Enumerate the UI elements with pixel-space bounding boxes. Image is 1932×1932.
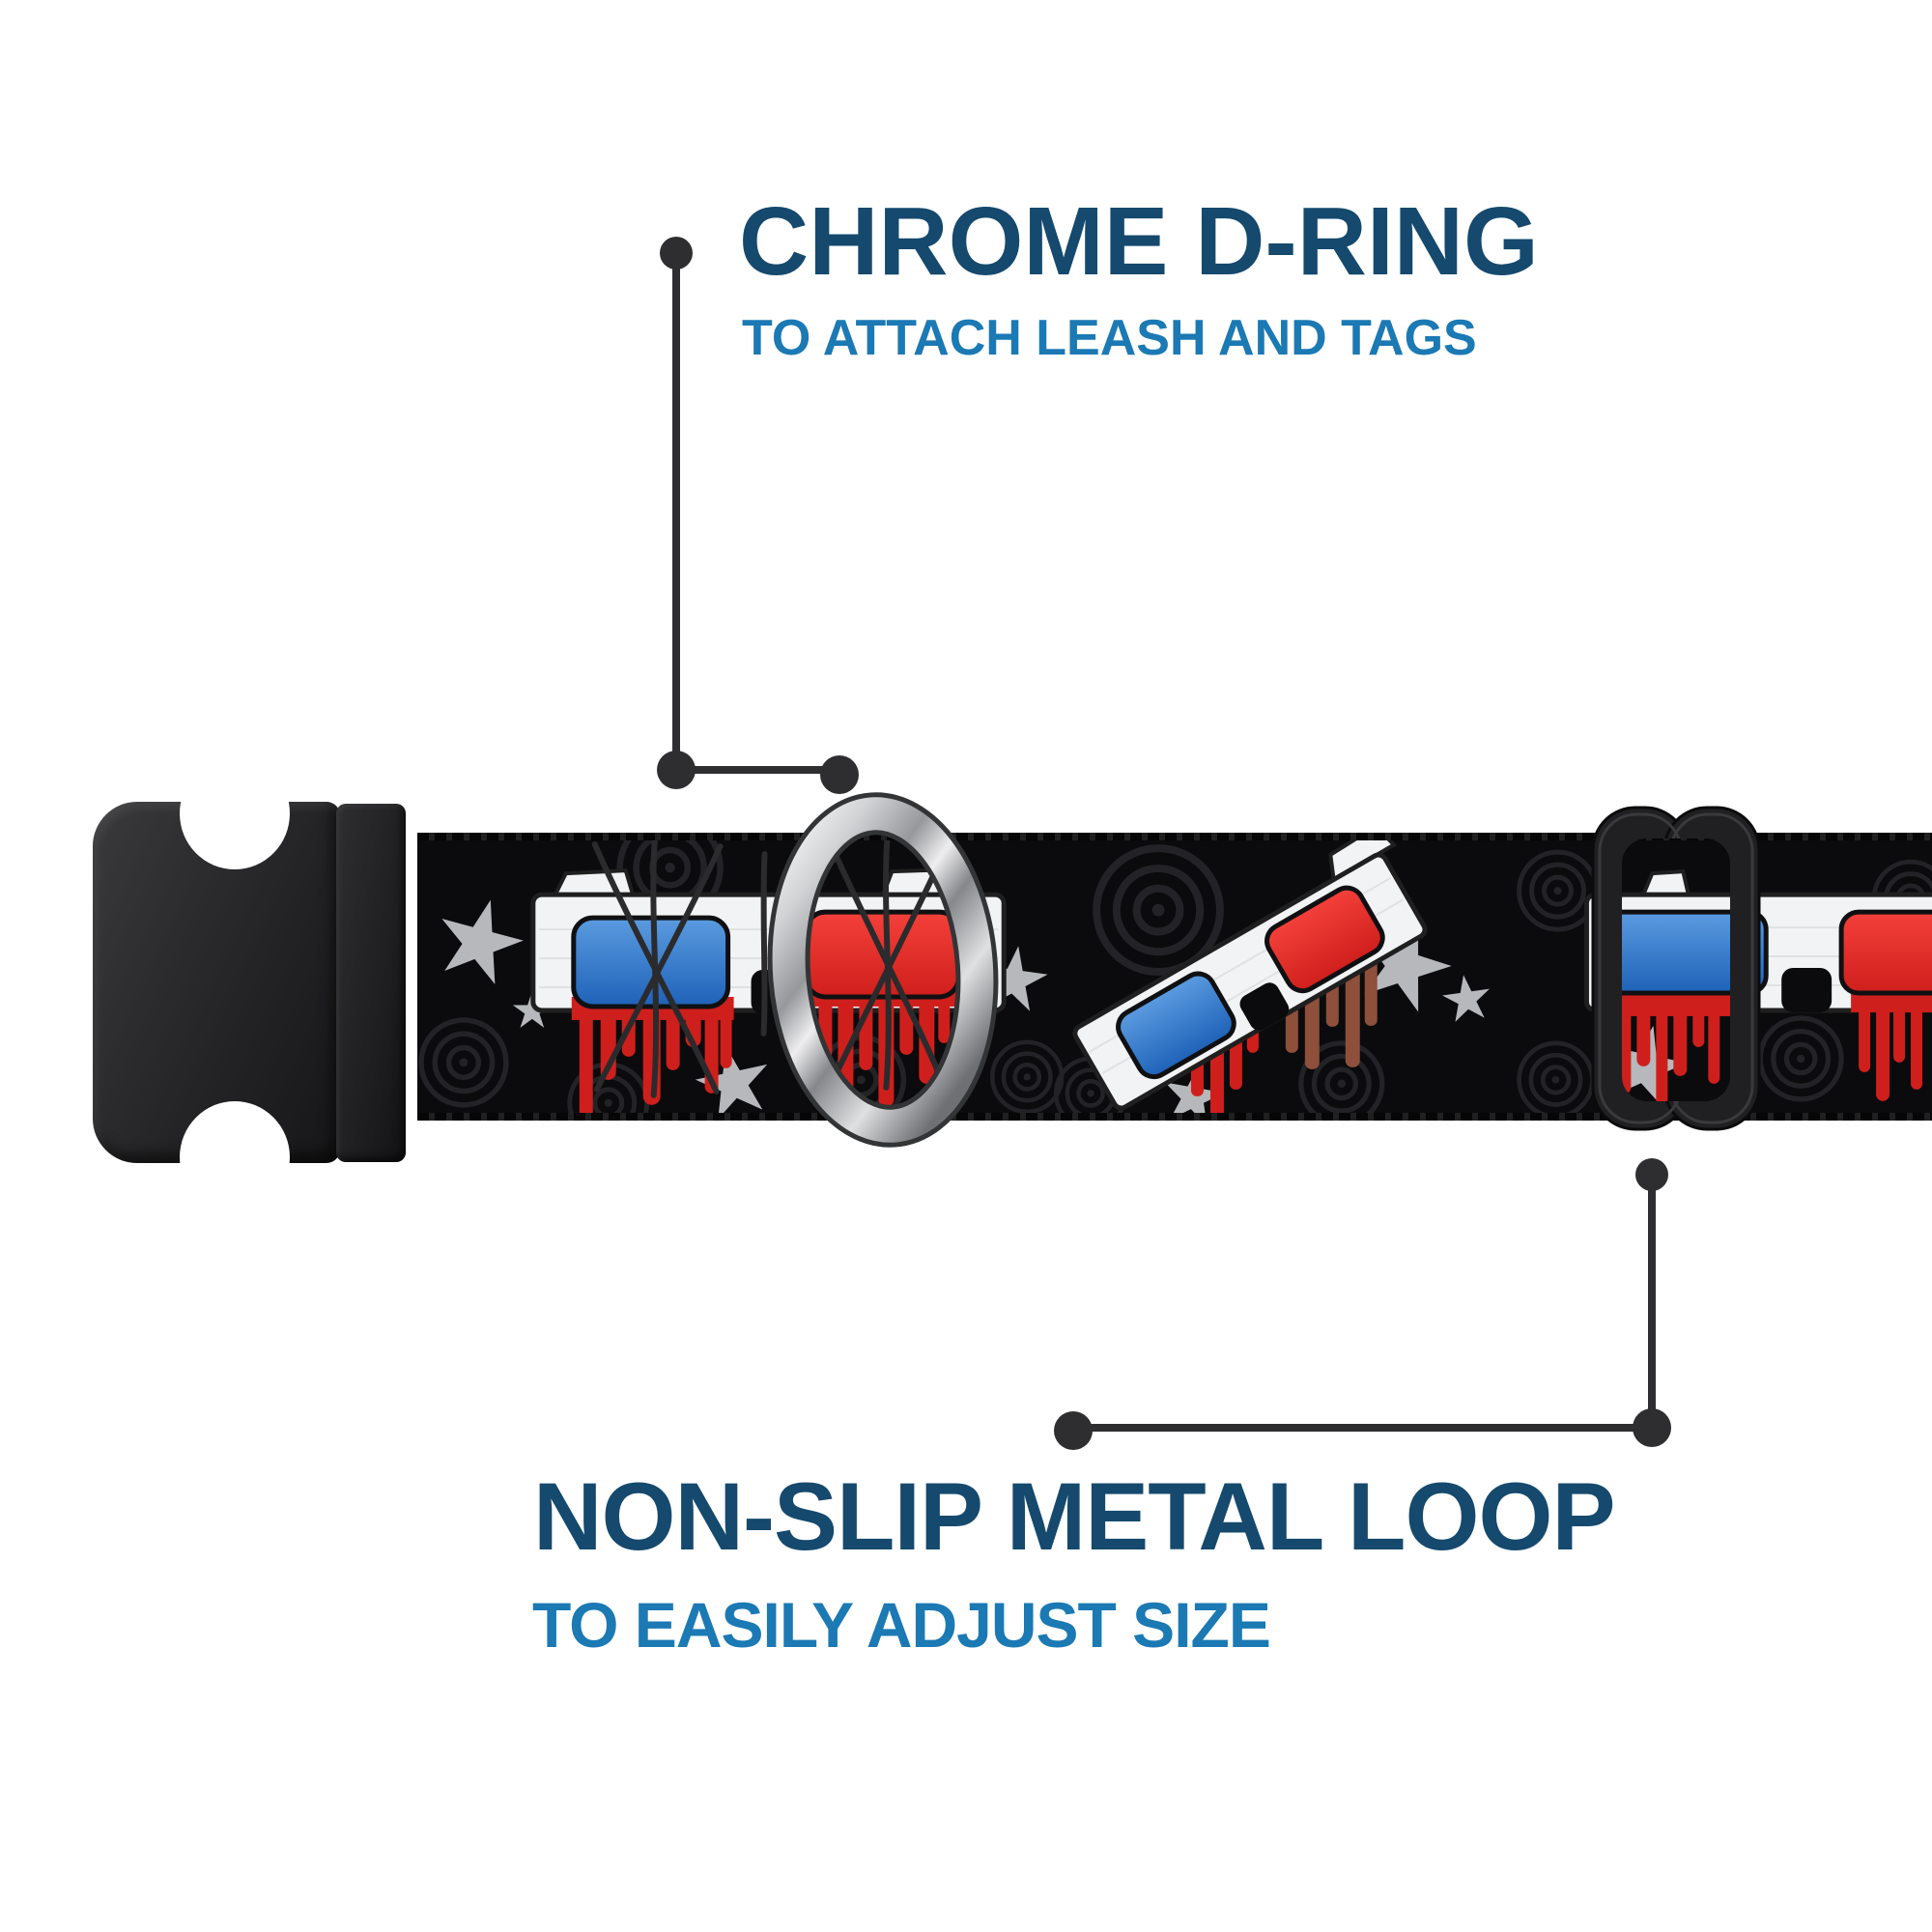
3d-glasses-pattern-1 <box>530 836 1007 1119</box>
callout-top-horizontal-line <box>676 766 840 774</box>
callout-bottom-vertical-line <box>1648 1175 1656 1428</box>
tri-glide-slider <box>1591 806 1761 1131</box>
callout-bottom-end-dot <box>1054 1411 1093 1450</box>
callout-top-end-dot <box>820 755 859 794</box>
callout-top-vertical-line <box>672 253 680 770</box>
3d-glasses-pattern-2 <box>1072 823 1428 1123</box>
bottom-callout-title: NON-SLIP METAL LOOP <box>533 1463 1616 1570</box>
bottom-callout-subtitle: TO EASILY ADJUST SIZE <box>532 1589 1271 1661</box>
scribble-threads <box>591 836 952 1098</box>
side-release-buckle-frame <box>336 804 406 1162</box>
buckle-top-notch <box>180 757 290 869</box>
buckle-bottom-notch <box>180 1101 290 1213</box>
top-callout-subtitle: TO ATTACH LEASH AND TAGS <box>742 310 1477 366</box>
callout-bottom-horizontal-line <box>1073 1424 1652 1432</box>
chrome-d-ring <box>767 792 999 1148</box>
top-callout-title: CHROME D-RING <box>739 187 1539 296</box>
strap-pattern <box>417 833 1932 1121</box>
